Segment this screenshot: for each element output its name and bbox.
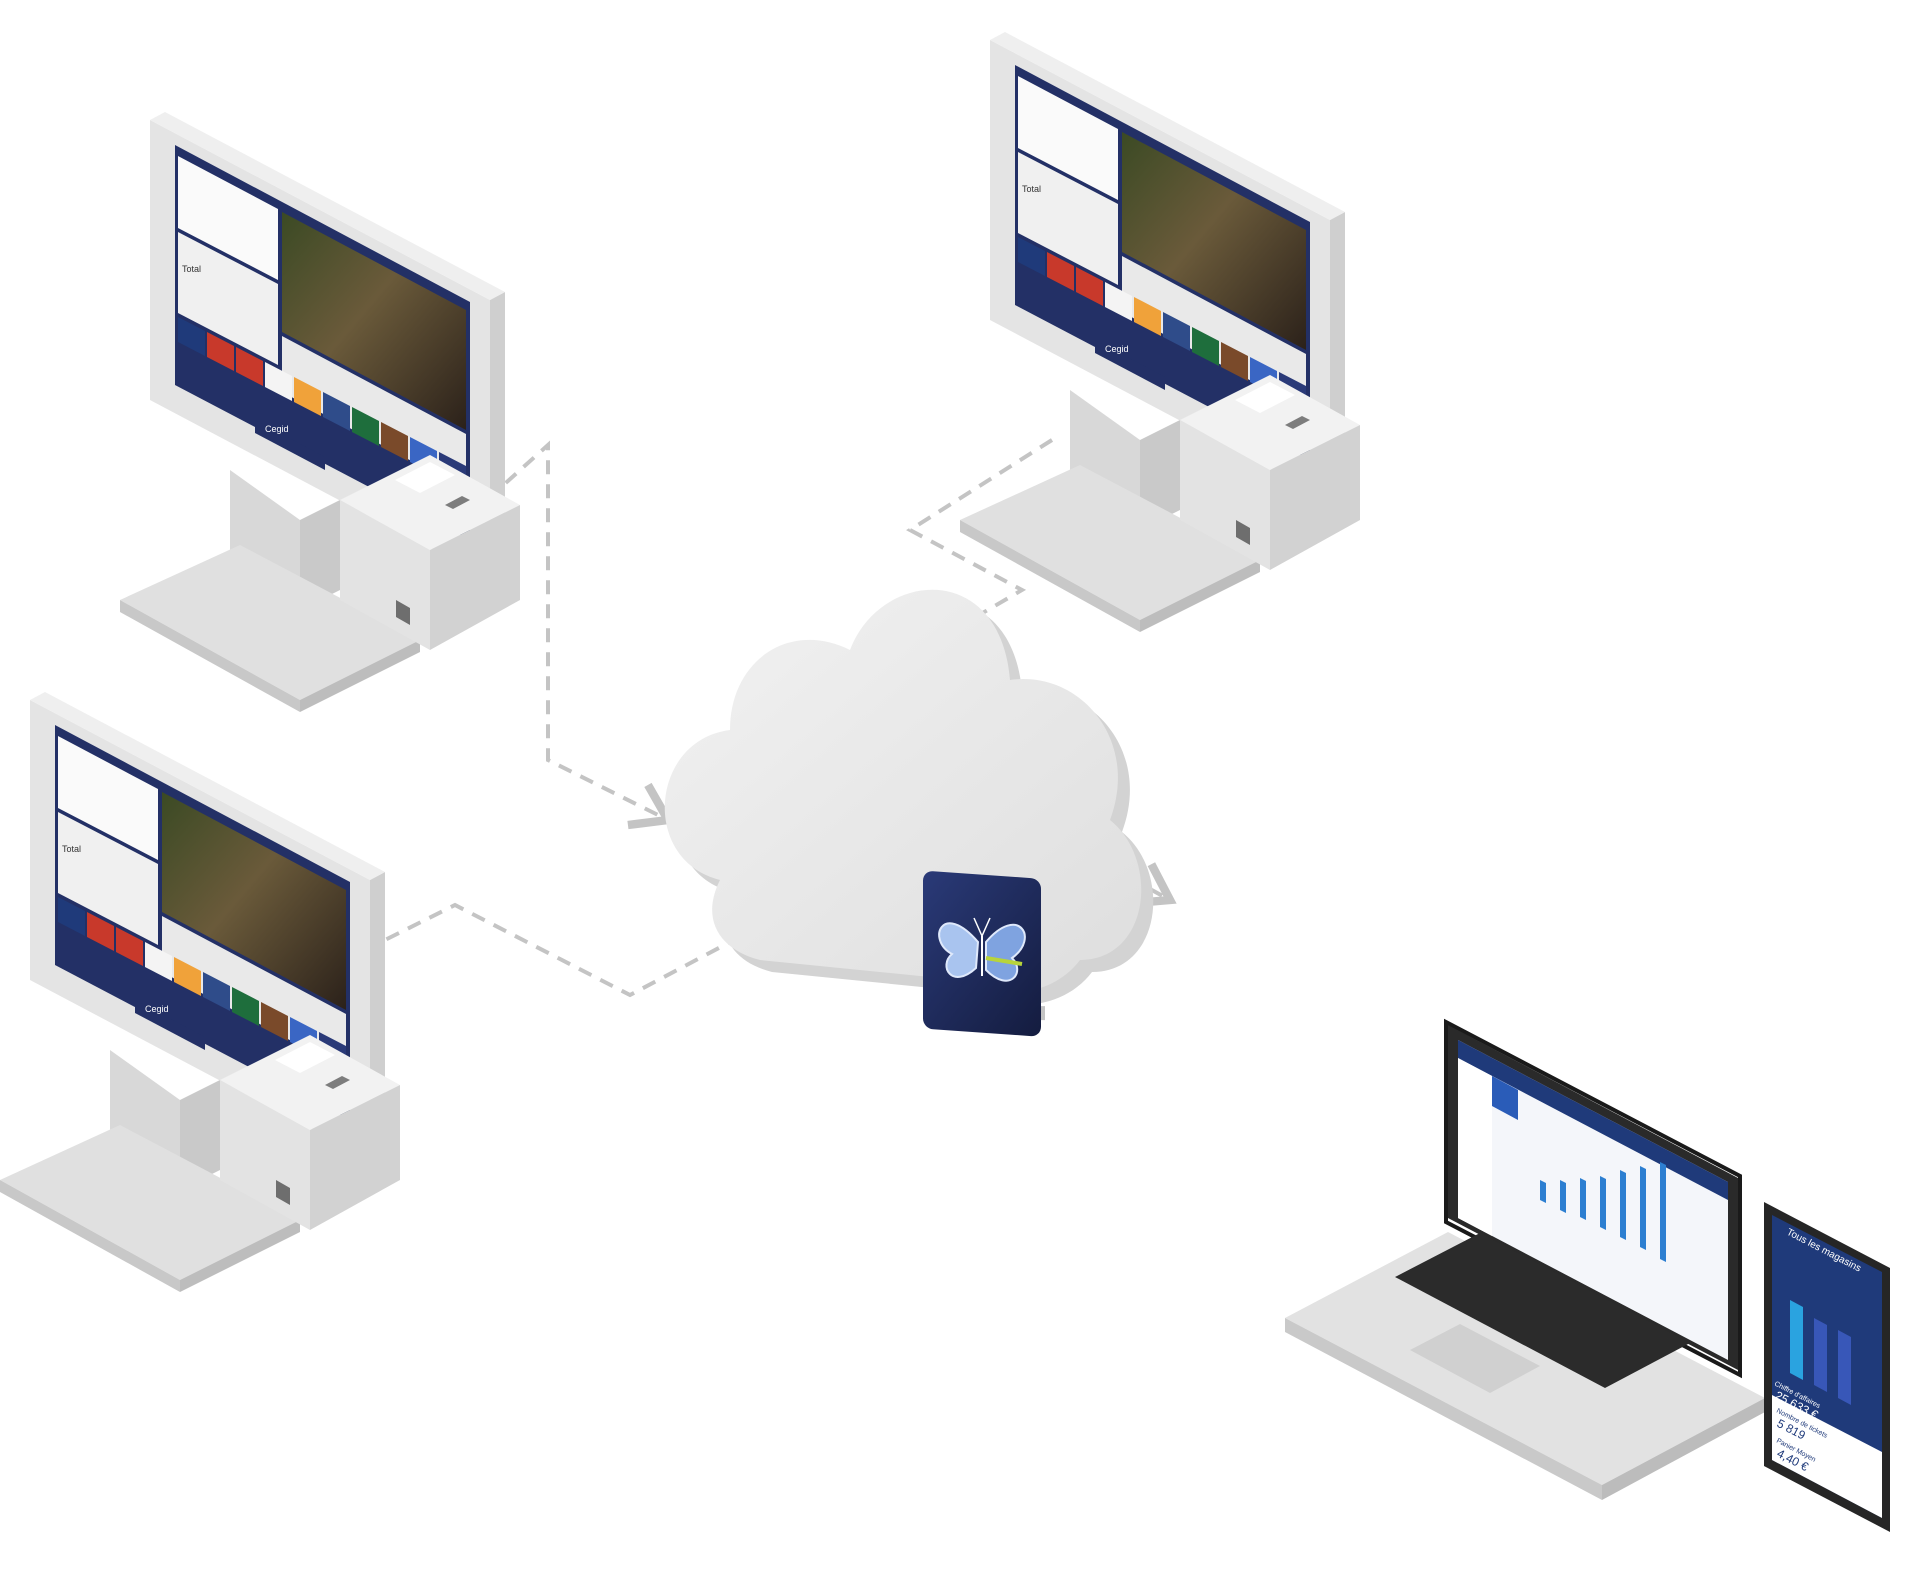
tablet-node: Tous les magasins Chiffre d'affaires 25 …	[1764, 1202, 1890, 1532]
pos-total-label: Total	[62, 844, 81, 854]
app-tile	[923, 871, 1041, 1037]
laptop-node	[1285, 1018, 1765, 1500]
cloud-node	[664, 589, 1154, 1037]
connector-top-left	[468, 440, 675, 830]
pos-terminal-top-right: Total Cegid	[960, 32, 1360, 632]
pos-total-label: Total	[182, 264, 201, 274]
laptop-bar-chart	[1540, 1162, 1666, 1262]
pos-total-label: Total	[1022, 184, 1041, 194]
pos-brand-label: Cegid	[1105, 344, 1129, 354]
pos-brand-label: Cegid	[145, 1004, 169, 1014]
connector-lines	[364, 438, 1177, 1029]
tablet-bar-chart	[1790, 1300, 1851, 1405]
connector-bottom-left	[364, 902, 790, 998]
connector-top-right	[878, 438, 1054, 677]
pos-terminal-top-left: Total Cegid	[120, 112, 520, 712]
butterfly-icon	[938, 917, 1026, 982]
pos-terminal-bottom-left: Total Cegid	[0, 692, 400, 1292]
pos-brand-label: Cegid	[265, 424, 289, 434]
